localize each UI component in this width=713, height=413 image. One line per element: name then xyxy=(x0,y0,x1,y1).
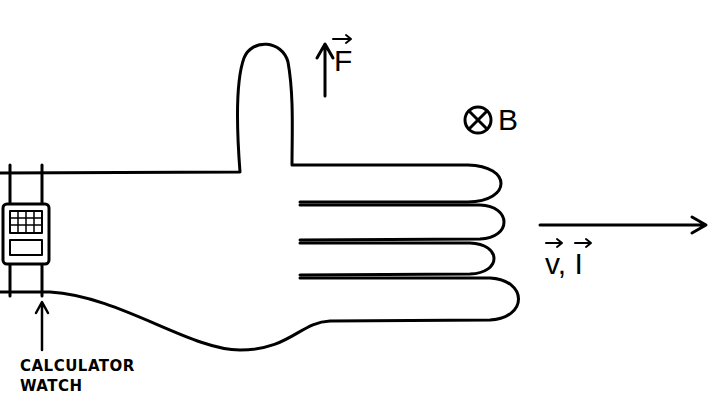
field-into-page-symbol xyxy=(465,107,491,133)
field-into-page-symbol xyxy=(469,111,487,129)
watch-display xyxy=(10,240,42,255)
hand-outline xyxy=(0,44,501,202)
finger-outline xyxy=(300,205,504,240)
velocity-arrow xyxy=(540,217,706,233)
vector-overbar xyxy=(333,35,351,43)
leader-arrow xyxy=(36,302,48,350)
force-arrow xyxy=(317,44,333,96)
vector-overbar xyxy=(546,239,591,247)
watch-band xyxy=(10,165,42,296)
finger-outline xyxy=(0,278,519,350)
watch-screen xyxy=(10,211,42,233)
watch-keypad xyxy=(10,211,42,233)
force-label: F xyxy=(334,46,352,76)
part-label: CALCULATOR WATCH xyxy=(20,356,150,397)
field-label: B xyxy=(498,105,518,135)
watch-body xyxy=(3,204,49,264)
finger-outline xyxy=(300,243,494,275)
velocity-current-label: v, I xyxy=(545,249,583,279)
